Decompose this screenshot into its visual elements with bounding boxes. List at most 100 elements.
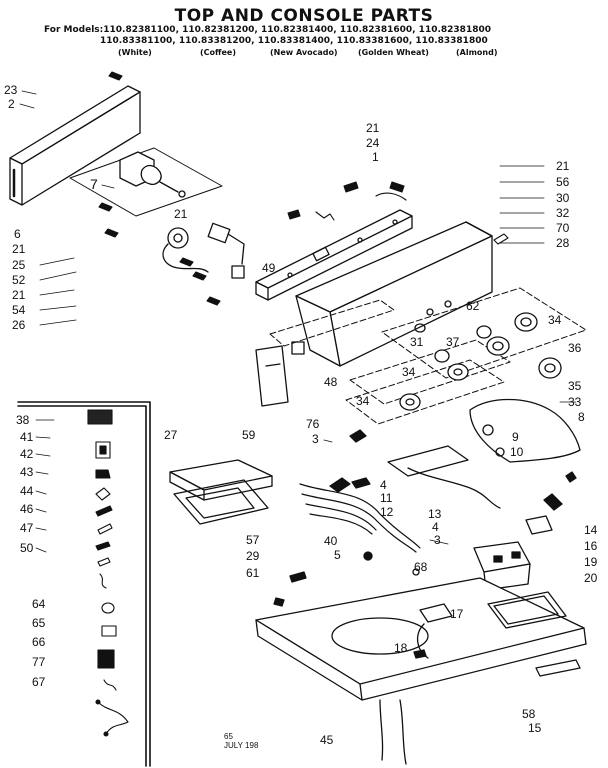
- callout-59: 59: [242, 428, 256, 442]
- fasteners: [273, 429, 427, 659]
- callout-68: 68: [414, 560, 428, 574]
- callout-29: 29: [246, 549, 260, 563]
- callout-21c: 21: [174, 207, 188, 221]
- callout-11: 11: [380, 491, 393, 505]
- callout-65: 65: [32, 616, 46, 630]
- callout-44: 44: [20, 484, 34, 498]
- callout-7: 7: [90, 176, 98, 192]
- revision-code: 65 JULY 198: [224, 732, 259, 750]
- callout-50: 50: [20, 541, 34, 555]
- callout-26: 26: [12, 318, 26, 332]
- callout-33: 33: [568, 395, 582, 409]
- models-line-1: For Models:110.82381100, 110.82381200, 1…: [44, 25, 491, 35]
- callout-4b: 4: [432, 520, 439, 534]
- callout-40: 40: [324, 534, 338, 548]
- callout-21a: 21: [12, 242, 26, 256]
- clips-and-harness: [287, 181, 509, 245]
- knobs: [399, 312, 562, 411]
- callout-45: 45: [320, 733, 334, 747]
- bleach-tray-part: [169, 459, 273, 525]
- callout-13: 13: [428, 507, 442, 521]
- callout-48: 48: [324, 375, 338, 389]
- callout-27: 27: [164, 428, 178, 442]
- control-plate-part: [387, 398, 581, 509]
- callout-21e: 21: [556, 159, 570, 173]
- callout-56: 56: [556, 175, 570, 189]
- bracket-part: [473, 541, 531, 591]
- wire-harness-part: [299, 477, 421, 553]
- callout-49: 49: [262, 261, 276, 275]
- callout-19: 19: [584, 555, 598, 569]
- callout-67: 67: [32, 675, 46, 689]
- callout-70: 70: [556, 221, 570, 235]
- callout-9: 9: [512, 430, 519, 444]
- callout-30: 30: [556, 191, 570, 205]
- callout-17: 17: [450, 607, 464, 621]
- callout-66: 66: [32, 635, 46, 649]
- screws-left: [98, 71, 221, 306]
- callout-62: 62: [466, 299, 480, 313]
- timer-bracket-part: [69, 147, 223, 217]
- color-golden-wheat: (Golden Wheat): [358, 48, 429, 57]
- callout-10: 10: [510, 445, 524, 459]
- callout-58: 58: [522, 707, 536, 721]
- lid-switch-part: [525, 471, 577, 535]
- color-white: (White): [118, 48, 152, 57]
- callout-52: 52: [12, 273, 26, 287]
- panel-frame-part: [17, 401, 151, 767]
- callout-15: 15: [528, 721, 542, 735]
- leader-lines: [19, 90, 577, 553]
- callout-3a: 3: [312, 432, 319, 446]
- callout-61: 61: [246, 566, 260, 580]
- callout-77: 77: [32, 655, 46, 669]
- callout-36: 36: [568, 341, 582, 355]
- callout-32: 32: [556, 206, 570, 220]
- small-parts-column: [87, 409, 129, 737]
- callout-41: 41: [20, 430, 34, 444]
- console-housing-part: [295, 221, 493, 367]
- callout-42: 42: [20, 447, 34, 461]
- top-rail-part: [255, 209, 413, 301]
- callout-37: 37: [446, 335, 460, 349]
- console-panel-part: [9, 85, 141, 206]
- callout-47: 47: [20, 521, 34, 535]
- callout-12: 12: [380, 505, 394, 519]
- cabinet-top-part: [255, 577, 587, 765]
- callout-4a: 4: [380, 478, 387, 492]
- callout-8: 8: [578, 410, 585, 424]
- callout-46: 46: [20, 502, 34, 516]
- callout-64: 64: [32, 597, 46, 611]
- callout-35: 35: [568, 379, 582, 393]
- callout-38: 38: [16, 413, 30, 427]
- switch-assembly-part: [162, 222, 245, 279]
- diagram-title: TOP AND CONSOLE PARTS: [174, 6, 434, 26]
- callout-24: 24: [366, 136, 380, 150]
- callout-18: 18: [394, 641, 408, 655]
- callout-5: 5: [334, 548, 341, 562]
- knob-panel-part: [269, 287, 587, 425]
- callout-54: 54: [12, 303, 26, 317]
- callout-1: 1: [372, 150, 379, 164]
- callout-20: 20: [584, 571, 598, 585]
- callout-23: 23: [4, 83, 18, 97]
- models-line-2: 110.83381100, 110.83381200, 110.83381400…: [100, 36, 488, 46]
- callout-34b: 34: [402, 365, 416, 379]
- callout-34a: 34: [548, 313, 562, 327]
- callout-31: 31: [410, 335, 424, 349]
- callout-16: 16: [584, 539, 598, 553]
- callout-14: 14: [584, 523, 598, 537]
- callout-34c: 34: [356, 394, 370, 408]
- callout-57: 57: [246, 533, 260, 547]
- color-almond: (Almond): [456, 48, 498, 57]
- callout-28: 28: [556, 236, 570, 250]
- callout-25: 25: [12, 258, 26, 272]
- color-coffee: (Coffee): [200, 48, 237, 57]
- callout-76: 76: [306, 417, 320, 431]
- color-new-avocado: (New Avocado): [270, 48, 338, 57]
- callout-3b: 3: [434, 533, 441, 547]
- callout-43: 43: [20, 465, 34, 479]
- callout-21b: 21: [12, 288, 26, 302]
- callout-6: 6: [14, 227, 21, 241]
